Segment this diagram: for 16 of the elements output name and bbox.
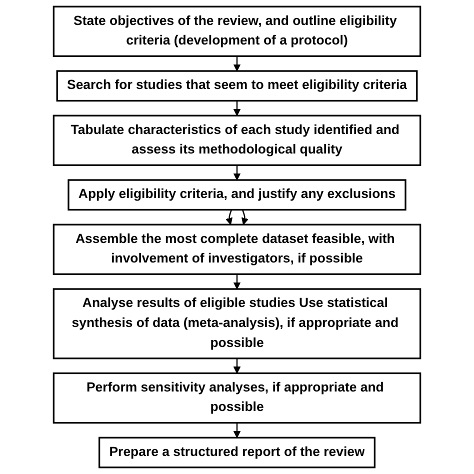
arrow	[233, 358, 241, 374]
arrow	[233, 165, 241, 180]
arrow	[241, 210, 249, 225]
node-box: Apply eligibility criteria, and justify any exclusions	[68, 179, 406, 211]
node-box: Prepare a structured report of the review	[98, 436, 376, 468]
node-box: Search for studies that seem to meet eligibility criteria	[56, 70, 418, 102]
node-box: Perform sensitivity analyses, if appropriate and possible	[52, 372, 422, 424]
arrow	[233, 56, 241, 72]
arrow	[233, 100, 241, 116]
node-box: Tabulate characteristics of each study identified and assess its methodological quality	[52, 114, 422, 166]
arrow	[233, 274, 241, 290]
node-box: Assemble the most complete dataset feasible, with involvement of investigators, if possible	[52, 224, 422, 275]
arrow	[225, 210, 233, 225]
node-box: Analyse results of eligible studies Use statistical synthesis of data (meta-analysis), if appropriate and possible	[52, 288, 422, 360]
node-box: State objectives of the review, and outline eligibility criteria (development of a protocol)	[52, 6, 422, 57]
arrow	[233, 422, 241, 438]
